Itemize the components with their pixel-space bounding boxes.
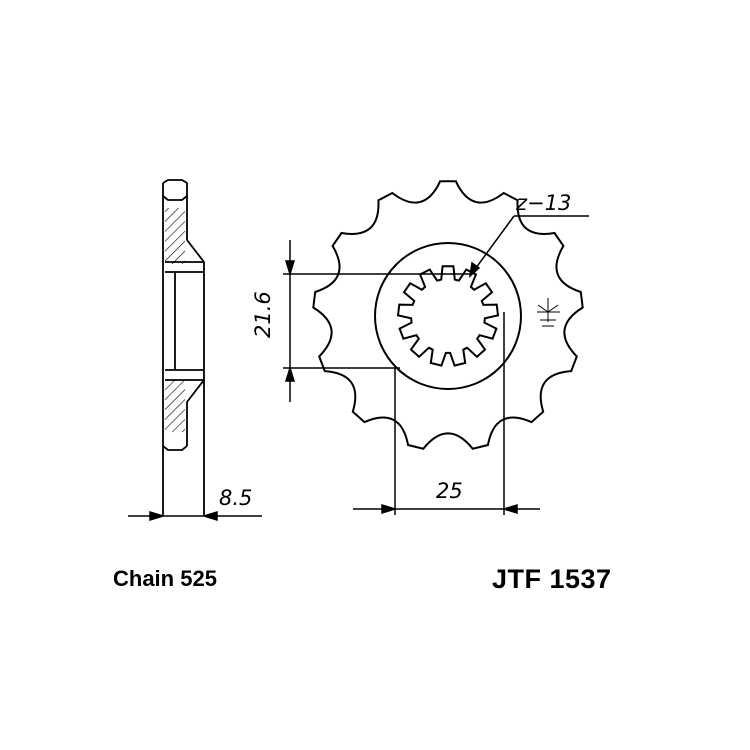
tooth-outline: [312, 180, 584, 450]
side-view: [162, 179, 205, 516]
bore-depth-label: 21.6: [251, 291, 275, 338]
side-hatch-bottom: [165, 380, 185, 432]
front-view: [312, 180, 584, 450]
surface-finish-icon: [537, 298, 560, 327]
thickness-label: 8.5: [219, 486, 252, 510]
tooth-count-label: z−13: [515, 191, 571, 215]
part-number-label: JTF 1537: [492, 564, 612, 594]
bore-circle: [374, 242, 522, 390]
thickness-dimension: [128, 510, 262, 522]
side-hatch-top: [165, 208, 185, 264]
bore-depth-dimension: [283, 240, 470, 402]
bore-width-dimension: [353, 312, 540, 515]
spline-outline: [396, 265, 500, 367]
tooth-count-leader: [468, 215, 589, 278]
bore-width-label: 25: [436, 479, 463, 503]
chain-size-label: Chain 525: [113, 566, 217, 591]
